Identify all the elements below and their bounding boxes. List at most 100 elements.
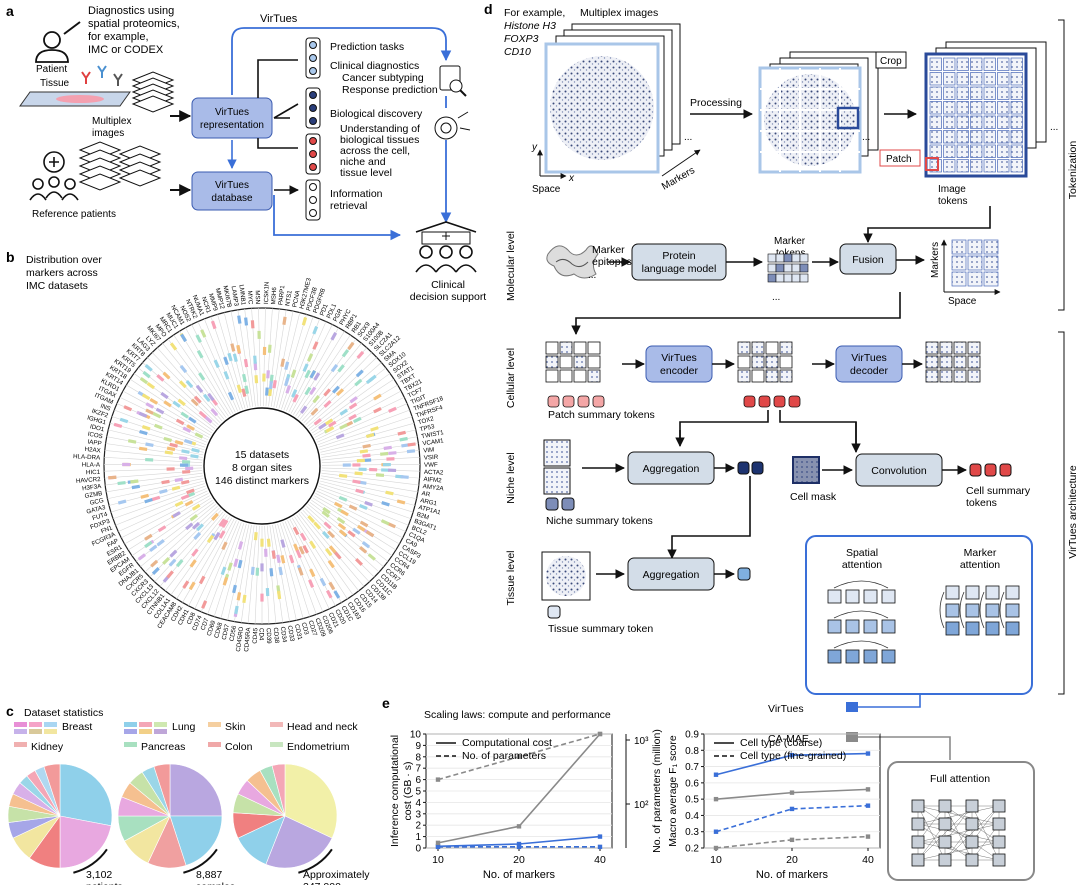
radial-tick [307,353,314,362]
radial-tick [244,385,250,394]
marker-label: CD38 [272,627,280,644]
pie-slice [59,763,113,827]
radial-tick [381,468,390,472]
full-attn-node [992,817,1006,831]
fused-cell [951,271,967,287]
radial-tick [342,463,351,467]
marker-label: ARG1 [420,497,438,507]
radial-tick [141,425,151,431]
marker-label: CD7 [200,617,211,632]
full-attn-edge [917,805,1000,825]
radial-tick [363,458,372,463]
example-line-1: For example, [504,7,565,19]
radial-tick [232,353,238,363]
legend-item: Skin [208,721,246,733]
marker-label: MMP9 [207,293,219,313]
x-tick-label: 40 [594,854,606,866]
radial-tick [253,532,258,541]
marker-label: CD57 [221,623,231,641]
radial-tick [163,436,173,443]
radial-tick [309,386,317,395]
radial-tick [271,550,276,559]
patch-cell [970,144,983,158]
radial-tick [328,545,337,554]
patch-cell [929,130,942,144]
spatial-node [881,619,896,634]
x-axis-label: No. of markers [483,869,556,881]
radial-tick [399,436,408,442]
y-tick-label: 6 [415,775,421,786]
radial-spoke [194,520,237,610]
radial-tick [262,373,266,382]
protein-structure-icon [546,245,599,279]
radial-tick [262,346,267,355]
marker-token [783,253,793,263]
marker-label: AIFM2 [423,476,442,484]
cds-line-1: Clinical [431,279,465,291]
pie-caption: samples [196,881,235,885]
radial-tick [396,499,406,505]
radial-spoke [200,521,240,612]
radial-tick [327,559,335,569]
marker-label: VIM [423,446,435,454]
legend-label: Lung [172,721,196,733]
cell-token-square [765,341,779,355]
radial-tick [359,449,369,454]
radial-tick [200,329,207,338]
marker-label: FAP [106,537,120,549]
series-point [597,844,603,850]
patch-cell [956,130,969,144]
niche-token-1 [737,461,750,475]
cell-token-square [559,355,573,369]
cell-token-square [779,355,793,369]
panel-a: a Patient Diagnostics using spatial prot… [6,3,486,303]
db-line-1: VirTues [215,180,249,191]
marker-epitopes-1: Marker [592,244,625,256]
patch-cell [997,159,1010,173]
radial-tick [312,341,319,350]
radial-tick [234,605,239,615]
bio-line-5: tissue level [340,167,392,179]
radial-tick [160,391,169,400]
image-stack-icon [131,71,175,113]
radial-tick [312,395,320,404]
radial-tick [190,398,199,407]
patch-cell [983,101,996,115]
crop-tag [875,51,907,69]
legend-swatch [154,729,167,734]
radial-tick [352,527,361,535]
radial-tick [400,475,409,479]
series-line [715,804,869,833]
marker-label: MKI67B [221,285,232,308]
radial-tick [186,488,195,495]
patch-cell [943,130,956,144]
radial-tick [198,410,207,419]
marker-node [985,621,1000,636]
patch-cell [983,115,996,129]
patch-cell [929,86,942,100]
patch-highlight [925,157,939,171]
legend-text: Cell type (coarse) [740,737,822,749]
full-attn-node [911,853,925,867]
full-attn-node [992,853,1006,867]
radial-tick [361,541,371,549]
radial-tick [338,529,347,537]
radial-tick [401,443,410,448]
radial-tick [222,576,229,586]
radial-tick [348,413,357,421]
example-line-3: FOXP3 [504,33,539,45]
radial-tick [243,358,249,368]
pie-slice [169,763,223,817]
panel-c-label: c [6,703,14,719]
virtues-title: VirTues [260,13,298,25]
radial-spoke [310,373,391,432]
radial-tick [298,545,305,555]
panel-d: d For example, Histone H3 FOXP3 CD10 Mul… [484,1,1079,881]
marker-tokens-2: tokens [776,248,805,259]
radial-tick [223,356,229,366]
radial-tick [242,594,247,604]
cell-token-square [765,355,779,369]
legend-label: Skin [225,721,246,733]
radial-tick [358,467,367,472]
full-attn-node [911,835,925,849]
